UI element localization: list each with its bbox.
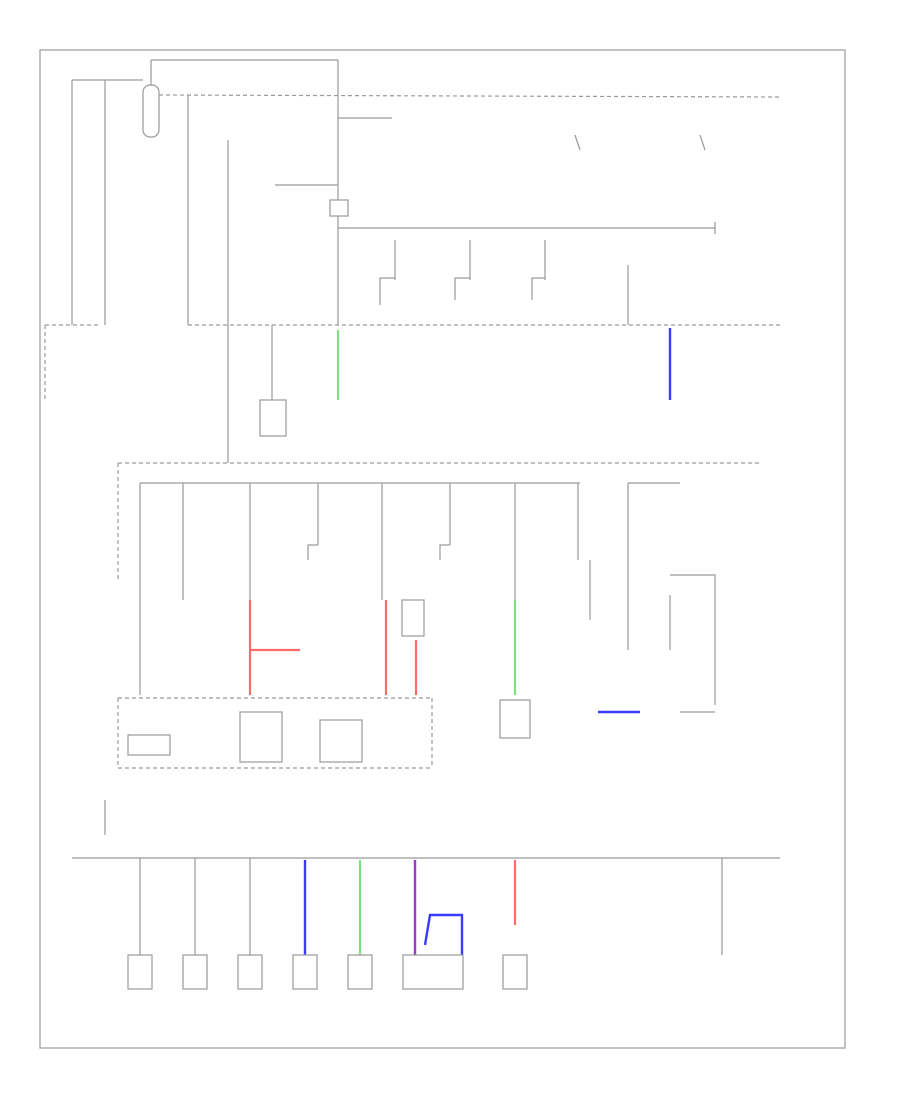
battery-section	[44, 59, 781, 400]
switch-1	[574, 134, 581, 151]
bottom-load-4	[292, 954, 318, 990]
blue-loop-bottom	[423, 913, 464, 955]
bottom-load-6	[402, 954, 464, 990]
dash-component-box	[401, 599, 425, 637]
load-3	[531, 277, 545, 300]
switch-2	[699, 134, 706, 151]
relay-box	[329, 199, 349, 217]
dash-load-2	[439, 544, 450, 560]
dash-relay-wire	[670, 574, 716, 705]
module-box-3	[319, 719, 363, 763]
under-hood-fuse-box	[187, 60, 780, 326]
bottom-load-3	[237, 954, 263, 990]
dashboard-fuse-box	[117, 462, 760, 769]
load-1	[379, 277, 395, 305]
battery-out-wire	[158, 94, 781, 98]
bottom-load-2	[182, 954, 208, 990]
control-unit-box	[499, 699, 531, 739]
module-box-1	[127, 734, 171, 756]
diagram-frame	[39, 49, 846, 1049]
load-2	[454, 277, 470, 300]
battery-symbol	[142, 84, 160, 138]
bottom-load-5	[347, 954, 373, 990]
alternator-box	[259, 399, 287, 437]
dash-load-1	[307, 544, 318, 560]
bottom-fuse-row	[72, 800, 780, 990]
bottom-load-7	[502, 954, 528, 990]
under-hood-drops	[227, 325, 672, 463]
module-box-2	[239, 711, 283, 763]
bottom-load-1	[127, 954, 153, 990]
